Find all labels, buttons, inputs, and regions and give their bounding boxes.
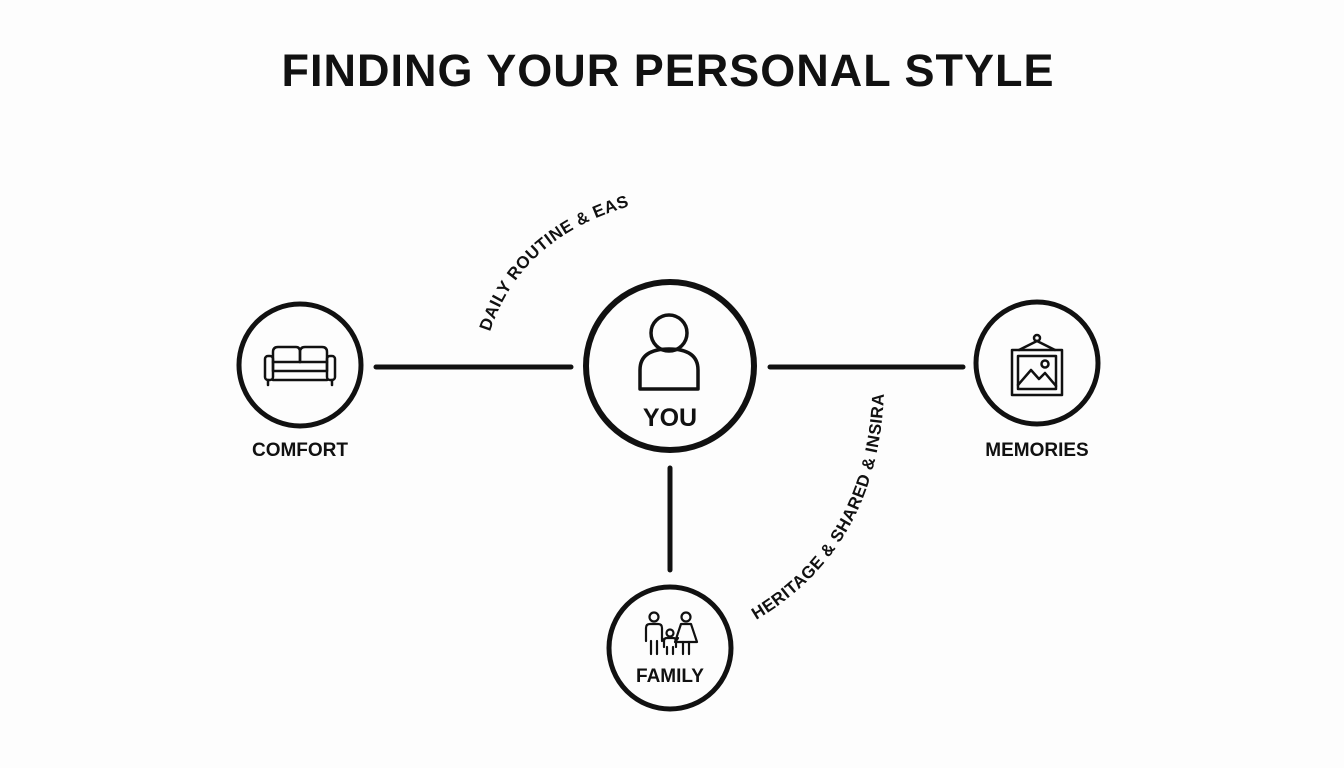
node-memories-circle [973, 299, 1101, 427]
node-comfort-circle [236, 301, 364, 429]
family-icon [644, 611, 699, 656]
node-family-label: FAMILY [636, 666, 704, 687]
connector-lines [373, 364, 966, 573]
node-comfort-label: COMFORT [252, 440, 348, 461]
center-node-label: YOU [643, 404, 697, 432]
node-family[interactable]: FAMILY [606, 584, 734, 712]
node-comfort[interactable]: COMFORT [236, 301, 364, 461]
center-node-circle [583, 279, 757, 453]
person-icon [638, 313, 700, 391]
node-memories-label: MEMORIES [985, 440, 1088, 461]
framed-picture-icon [1010, 333, 1064, 397]
node-memories[interactable]: MEMORIES [973, 299, 1101, 461]
center-node-you[interactable]: YOU [583, 279, 757, 453]
node-family-circle [606, 584, 734, 712]
page-title: FINDING YOUR PERSONAL STYLE [282, 45, 1055, 96]
sofa-icon [263, 345, 337, 387]
